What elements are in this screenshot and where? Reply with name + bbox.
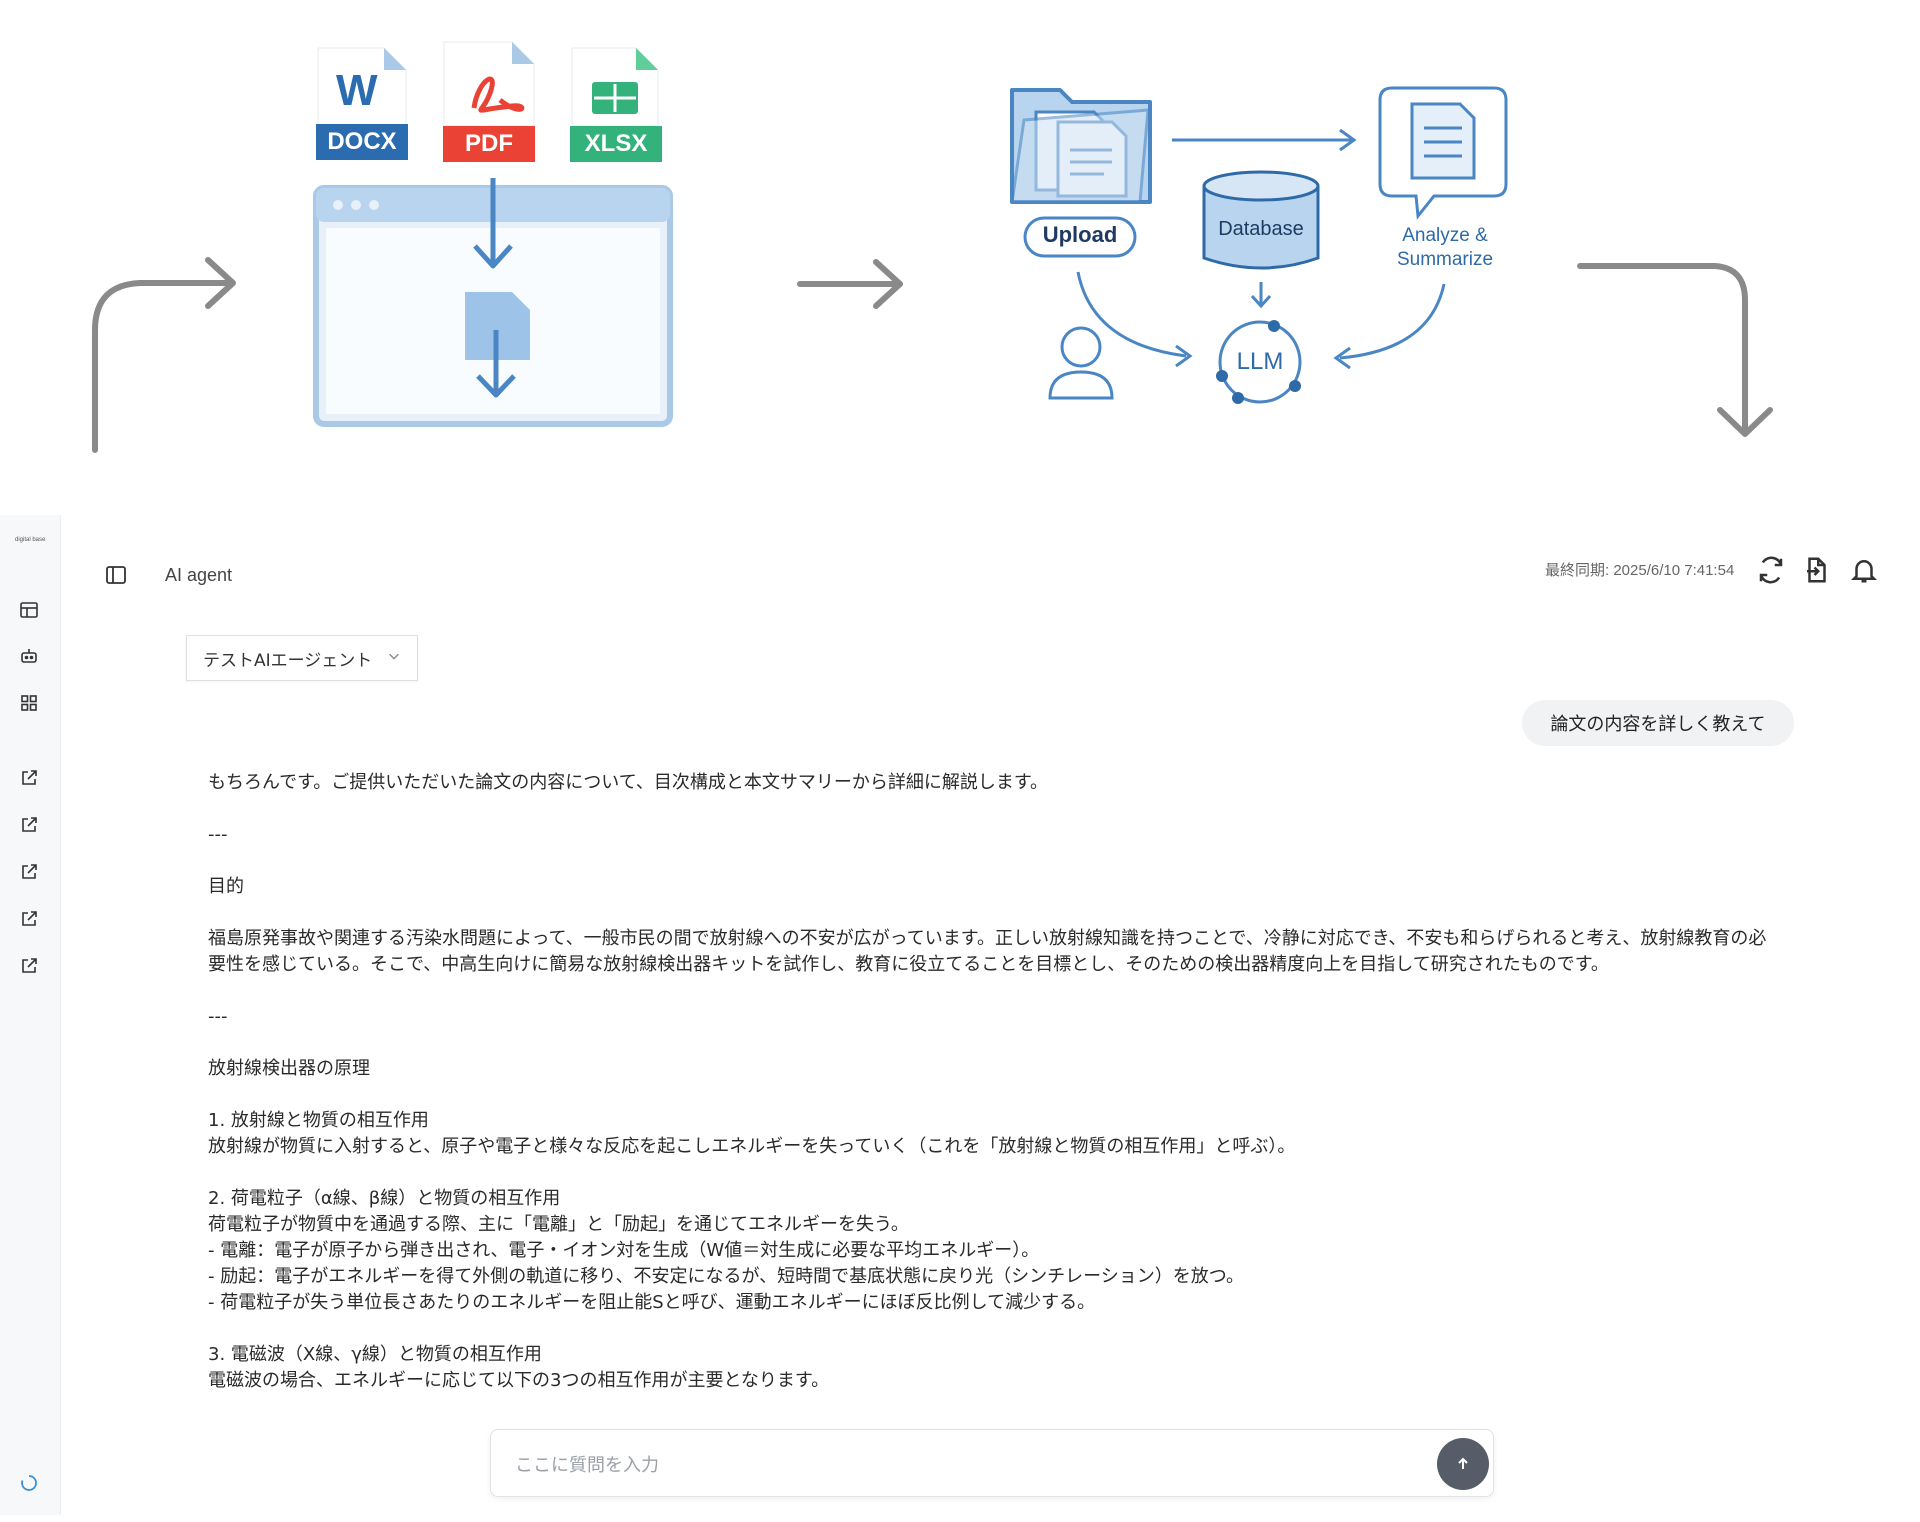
apps-icon[interactable] [16,690,42,716]
analyze-label-line2: Summarize [1396,249,1494,270]
word-icon: W [336,66,378,115]
user-message-text: 論文の内容を詳しく教えて [1550,714,1766,735]
assistant-response: もちろんです。ご提供いただいた論文の内容について、目次構成と本文サマリーから詳細… [208,770,1780,1430]
external-link-icon[interactable] [16,953,42,979]
brand-logo: digital base [15,537,46,543]
docx-badge: DOCX [316,124,408,160]
section-2-line: - 荷電粒子が失う単位長さあたりのエネルギーを阻止能Sと呼び、運動エネルギーにほ… [208,1292,1096,1313]
sidebar: digital base [0,515,61,1515]
send-button[interactable] [1437,1438,1489,1490]
response-heading-principle: 放射線検出器の原理 [208,1058,370,1079]
bot-icon[interactable] [16,643,42,669]
external-link-icon[interactable] [16,812,42,838]
section-1-body: 放射線が物質に入射すると、原子や電子と様々な反応を起こしエネルギーを失っていく（… [208,1136,1296,1157]
section-2-title: 2. 荷電粒子（α線、β線）と物質の相互作用 [208,1188,561,1209]
user-message-bubble: 論文の内容を詳しく教えて [1522,700,1794,746]
section-3-title: 3. 電磁波（X線、γ線）と物質の相互作用 [208,1344,542,1365]
llm-label: LLM [1236,348,1284,375]
agent-select-value: テストAIエージェント [203,650,373,671]
section-2-line: - 電離：電子が原子から弾き出され、電子・イオン対を生成（W値＝対生成に必要な平… [208,1240,1040,1261]
bell-icon[interactable] [1849,555,1879,585]
chevron-down-icon [387,648,401,668]
analyze-label-line1: Analyze & [1402,225,1488,246]
table-icon[interactable] [16,597,42,623]
section-1-title: 1. 放射線と物質の相互作用 [208,1110,429,1131]
loading-spinner-icon [16,1470,42,1496]
page-title: AI agent [165,565,233,585]
analyze-label: Analyze & Summarize [1372,224,1518,272]
database-label: Database [1218,218,1304,240]
workflow-illustration: DOCX PDF XLSX W Upload Database Analyze … [0,0,1920,505]
refresh-icon[interactable] [1756,555,1786,585]
sidebar-toggle-icon[interactable] [104,563,128,587]
response-separator: --- [208,1006,228,1027]
section-3-body: 電磁波の場合、エネルギーに応じて以下の3つの相互作用が主要となります。 [208,1370,830,1391]
chat-input[interactable] [513,1450,1397,1480]
app-window: digital base AI agent 最終同 [0,515,1920,1522]
pdf-badge: PDF [443,126,535,162]
xlsx-badge: XLSX [570,126,662,162]
arrow-up-icon [1458,1457,1468,1469]
last-sync-text: 最終同期: 2025/6/10 7:41:54 [1545,562,1735,579]
external-link-icon[interactable] [16,765,42,791]
workflow-graphics [92,41,1773,453]
section-2-line: - 励起：電子がエネルギーを得て外側の軌道に移り、不安定になるが、短時間で基底状… [208,1266,1245,1287]
response-separator: --- [208,824,228,845]
chat-input-container [490,1429,1494,1497]
response-purpose-text: 福島原発事故や関連する汚染水問題によって、一般市民の間で放射線への不安が広がって… [208,928,1767,975]
upload-label: Upload [1042,222,1118,247]
section-2-line: 荷電粒子が物質中を通過する際、主に「電離」と「励起」を通じてエネルギーを失う。 [208,1214,909,1235]
agent-select[interactable]: テストAIエージェント [186,635,418,681]
response-intro: もちろんです。ご提供いただいた論文の内容について、目次構成と本文サマリーから詳細… [208,772,1049,793]
external-link-icon[interactable] [16,859,42,885]
external-link-icon[interactable] [16,906,42,932]
response-heading-purpose: 目的 [208,876,244,897]
export-icon[interactable] [1802,555,1832,585]
